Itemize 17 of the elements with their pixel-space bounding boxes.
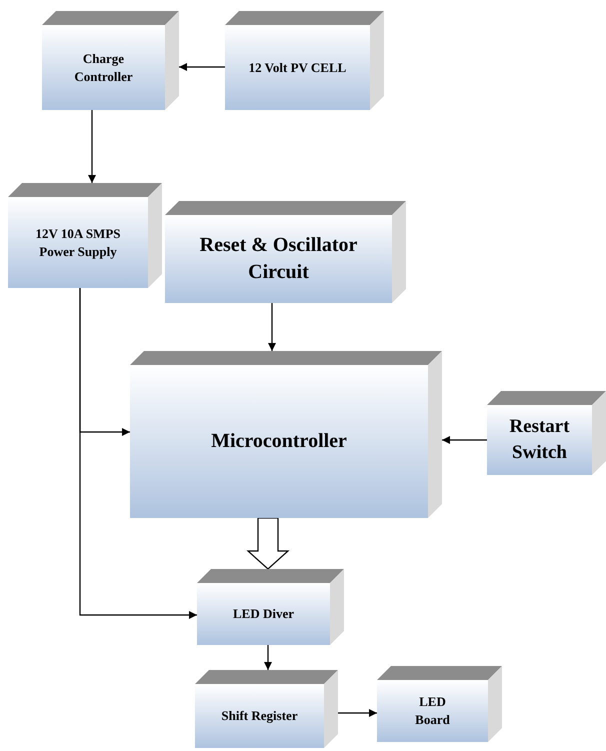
arrow: [79, 288, 197, 619]
block-label: LED Diver: [232, 605, 294, 623]
arrow: [442, 436, 487, 444]
arrow: [338, 709, 377, 717]
block-label: Charge Controller: [73, 50, 134, 86]
block-label: Reset & Oscillator Circuit: [198, 232, 358, 285]
block-label: Shift Register: [221, 707, 298, 725]
arrow: [268, 303, 276, 351]
arrow: [88, 110, 96, 183]
block-label: LED Board: [414, 693, 451, 729]
block-arrow: [246, 517, 290, 570]
arrow: [179, 63, 225, 71]
arrow: [264, 645, 272, 670]
block-label: Restart Switch: [508, 414, 571, 465]
block-label: 12V 10A SMPS Power Supply: [34, 224, 122, 260]
block-label: 12 Volt PV CELL: [248, 58, 346, 76]
block-label: Microcontroller: [211, 428, 347, 454]
